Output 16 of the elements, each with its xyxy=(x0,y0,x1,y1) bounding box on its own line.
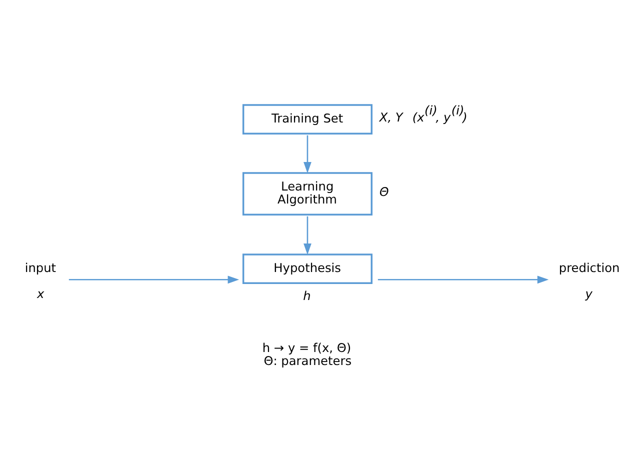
arrow xyxy=(378,275,549,284)
node-label: y xyxy=(585,286,592,301)
node-box: Hypothesis xyxy=(242,253,372,284)
node-label: Θ xyxy=(379,184,389,199)
arrow xyxy=(304,134,312,173)
node-text: prediction xyxy=(558,260,620,275)
arrow xyxy=(68,275,240,284)
node-label: h xyxy=(303,288,311,302)
label: h → y = f(x, Θ) xyxy=(262,340,352,354)
node-box: Learning Algorithm xyxy=(242,172,372,215)
node-label: X, Y xyxy=(379,110,403,124)
label: Θ: parameters xyxy=(264,353,352,368)
node-label: x xyxy=(37,286,44,301)
arrow xyxy=(304,216,312,254)
node-box: Training Set xyxy=(242,104,372,134)
node-text: input xyxy=(24,260,56,275)
